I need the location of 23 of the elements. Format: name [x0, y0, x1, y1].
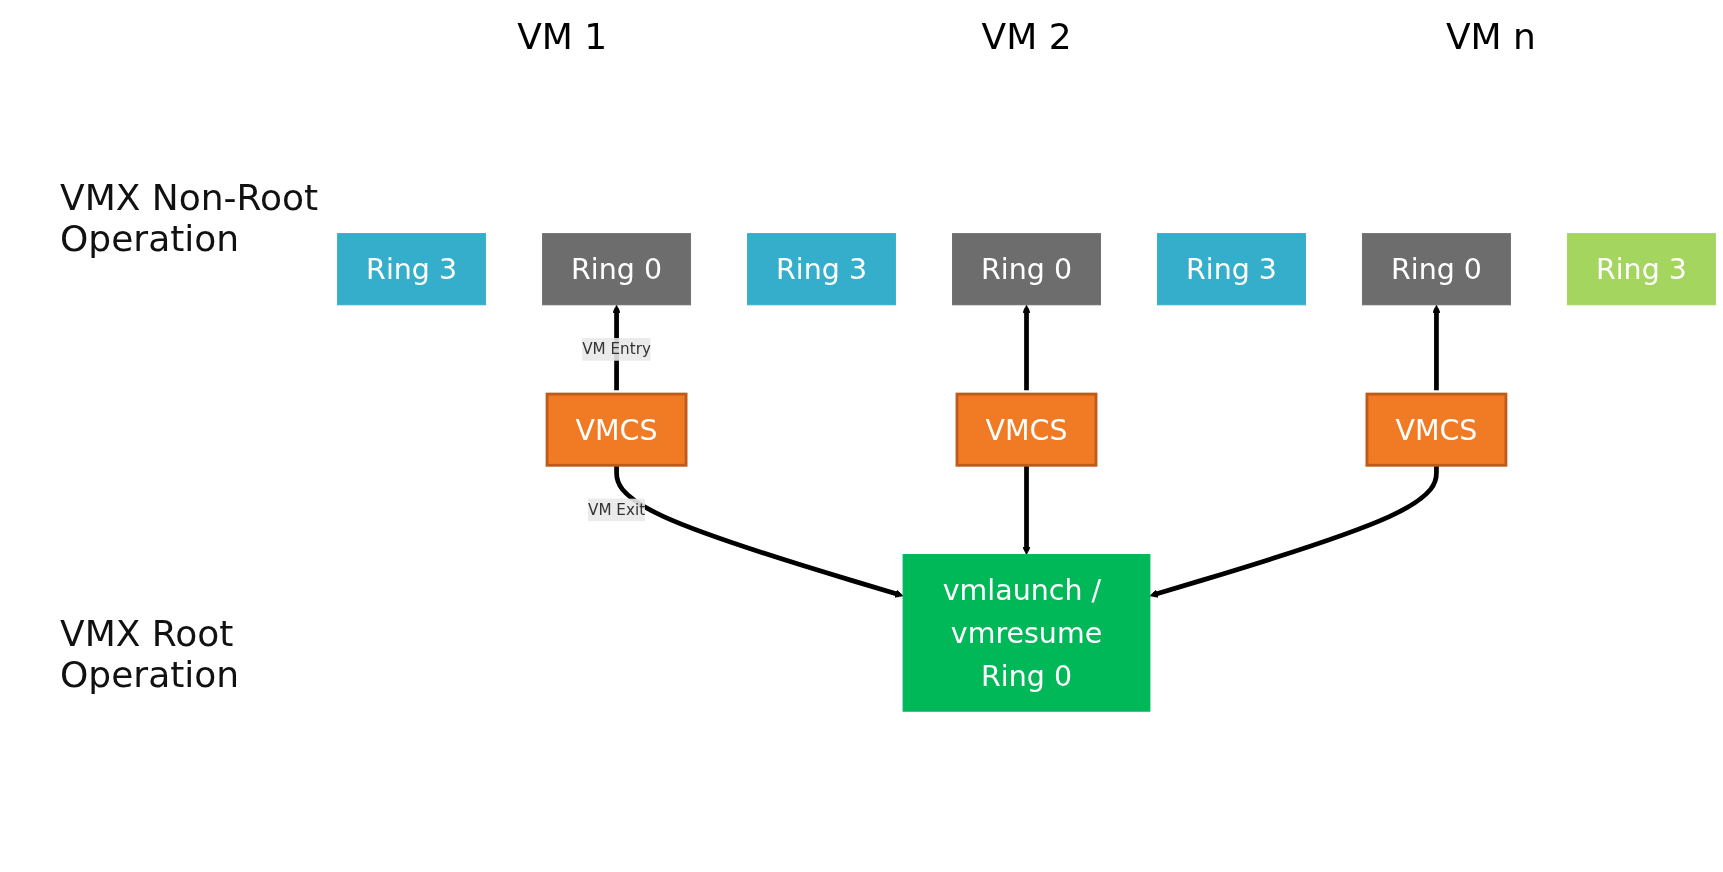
node-box: Ring 3: [1566, 233, 1716, 306]
node-box: Ring 3: [1157, 233, 1306, 306]
arrow: [1432, 304, 1441, 391]
node-box: VMCS: [1365, 392, 1508, 467]
node-box: Ring 0: [542, 233, 692, 306]
arrow: [614, 465, 904, 598]
edge-label: VM Entry: [582, 340, 651, 359]
level-label: VMX Non-Root Operation: [60, 177, 320, 259]
node-box: VMCS: [955, 392, 1098, 467]
column-heading: VM 2: [981, 16, 1072, 57]
column-heading: VM n: [1445, 16, 1536, 57]
node-box: VMCS: [545, 392, 688, 467]
arrow: [1149, 465, 1439, 598]
node-box: Ring 0: [952, 233, 1101, 306]
node-box: Ring 3: [747, 233, 896, 306]
arrow: [1022, 465, 1031, 555]
node-box: Ring 0: [1361, 233, 1511, 306]
arrow: [1022, 304, 1031, 391]
node-box: vmlaunch / vmresume Ring 0: [902, 554, 1151, 712]
node-box: Ring 3: [337, 233, 487, 306]
level-label: VMX Root Operation: [60, 613, 241, 695]
column-heading: VM 1: [517, 16, 608, 57]
edge-label: VM Exit: [588, 500, 646, 519]
